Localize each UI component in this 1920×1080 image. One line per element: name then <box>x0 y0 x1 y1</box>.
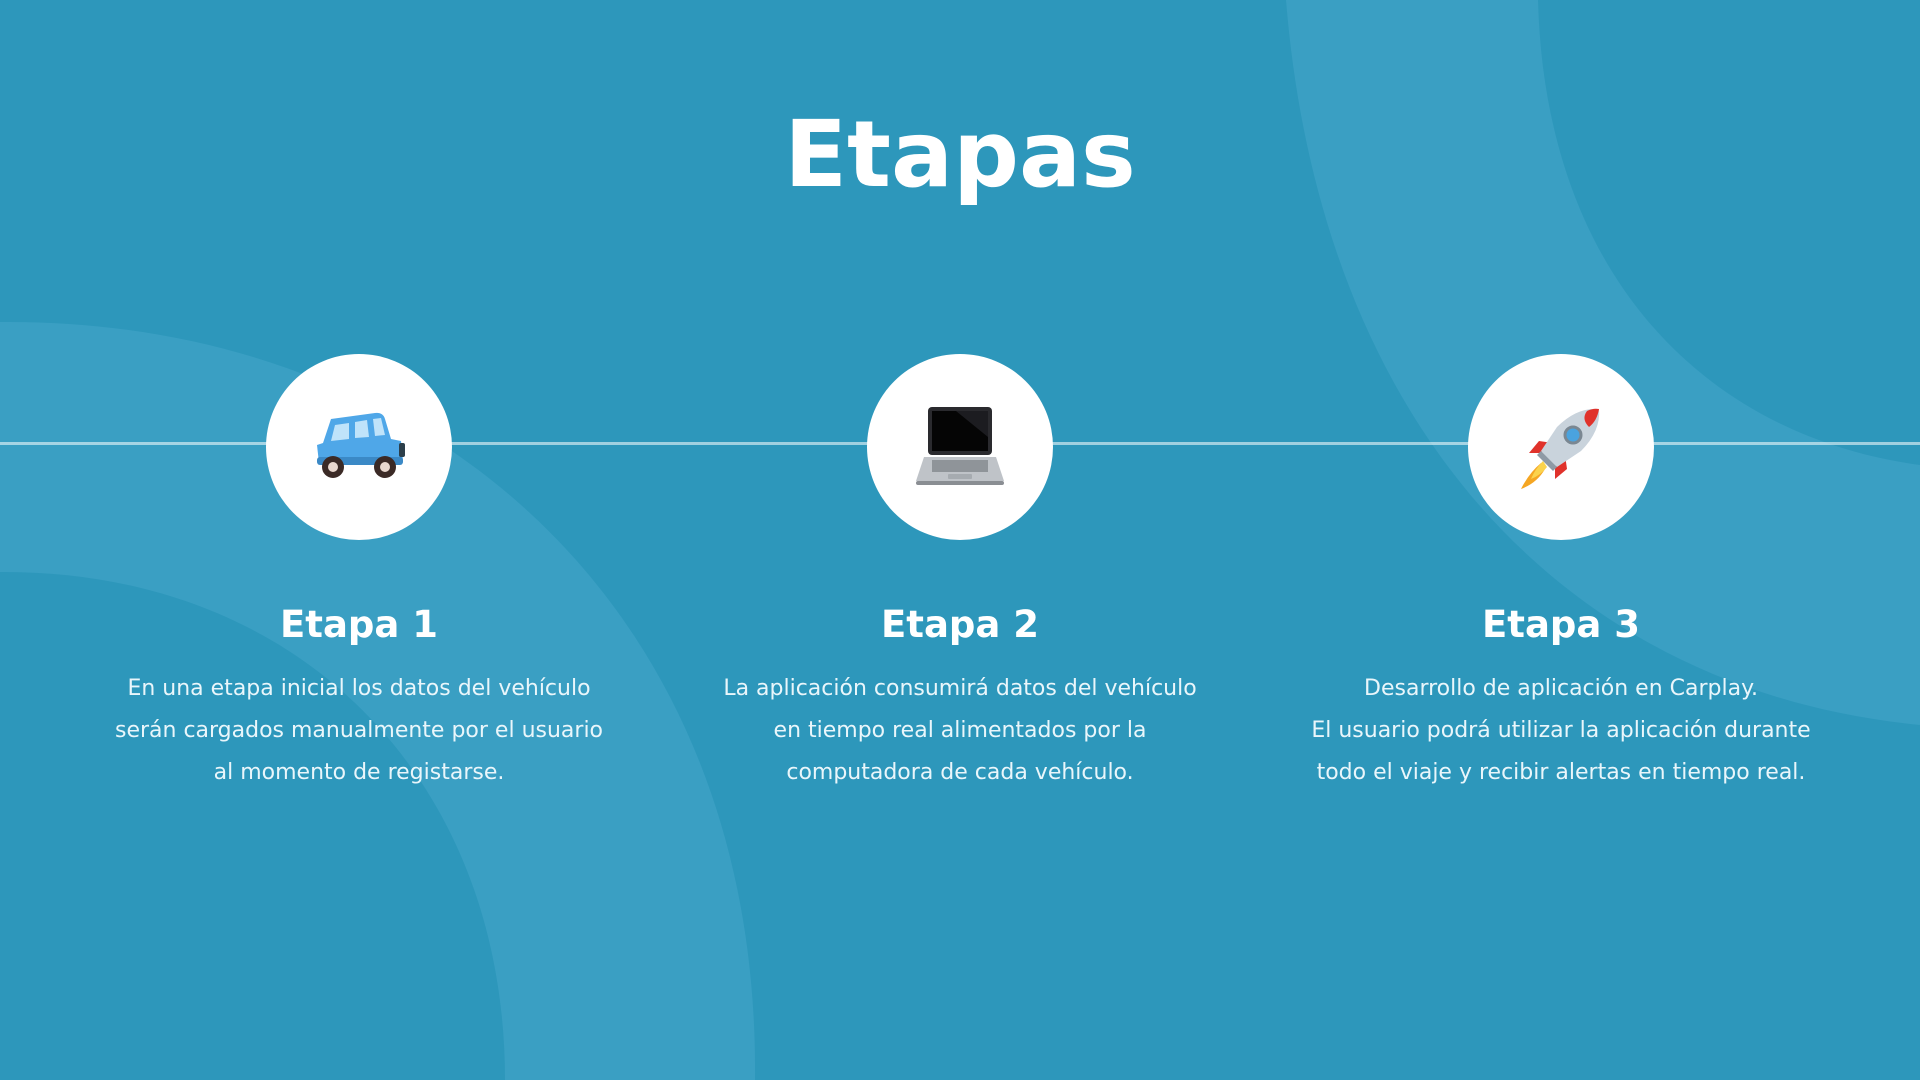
stage-3-description-line: El usuario podrá utilizar la aplicación … <box>1311 718 1811 743</box>
stage-2-description-line: La aplicación consumirá datos del vehícu… <box>723 676 1197 701</box>
laptop-icon <box>916 407 1004 485</box>
stage-1-description-line: serán cargados manualmente por el usuari… <box>114 718 604 743</box>
car-icon <box>317 412 405 478</box>
stage-3: Etapa 3 Desarrollo de aplicación en Carp… <box>1261 354 1861 794</box>
rocket-icon <box>1521 408 1600 489</box>
stage-2: Etapa 2 La aplicación consumirá datos de… <box>660 354 1260 794</box>
stage-2-icon-circle <box>867 354 1053 540</box>
stage-3-description: Desarrollo de aplicación en Carplay. El … <box>1261 668 1861 794</box>
stage-1-description-line: al momento de registarse. <box>213 760 505 785</box>
page-title: Etapas <box>784 101 1136 208</box>
stage-1-description-line: En una etapa inicial los datos del vehíc… <box>127 676 591 701</box>
stage-3-description-line: todo el viaje y recibir alertas en tiemp… <box>1316 760 1806 785</box>
stage-3-description-line: Desarrollo de aplicación en Carplay. <box>1364 676 1758 701</box>
stage-2-description: La aplicación consumirá datos del vehícu… <box>660 668 1260 794</box>
stage-1: Etapa 1 En una etapa inicial los datos d… <box>59 354 659 794</box>
stage-2-description-line: en tiempo real alimentados por la <box>773 718 1147 743</box>
stage-3-title: Etapa 3 <box>1481 603 1640 646</box>
stage-1-description: En una etapa inicial los datos del vehíc… <box>59 668 659 794</box>
stage-1-icon-circle <box>266 354 452 540</box>
stage-2-title: Etapa 2 <box>880 603 1039 646</box>
stage-1-title: Etapa 1 <box>279 603 438 646</box>
stage-3-icon-circle <box>1468 354 1654 540</box>
stage-2-description-line: computadora de cada vehículo. <box>786 760 1134 785</box>
